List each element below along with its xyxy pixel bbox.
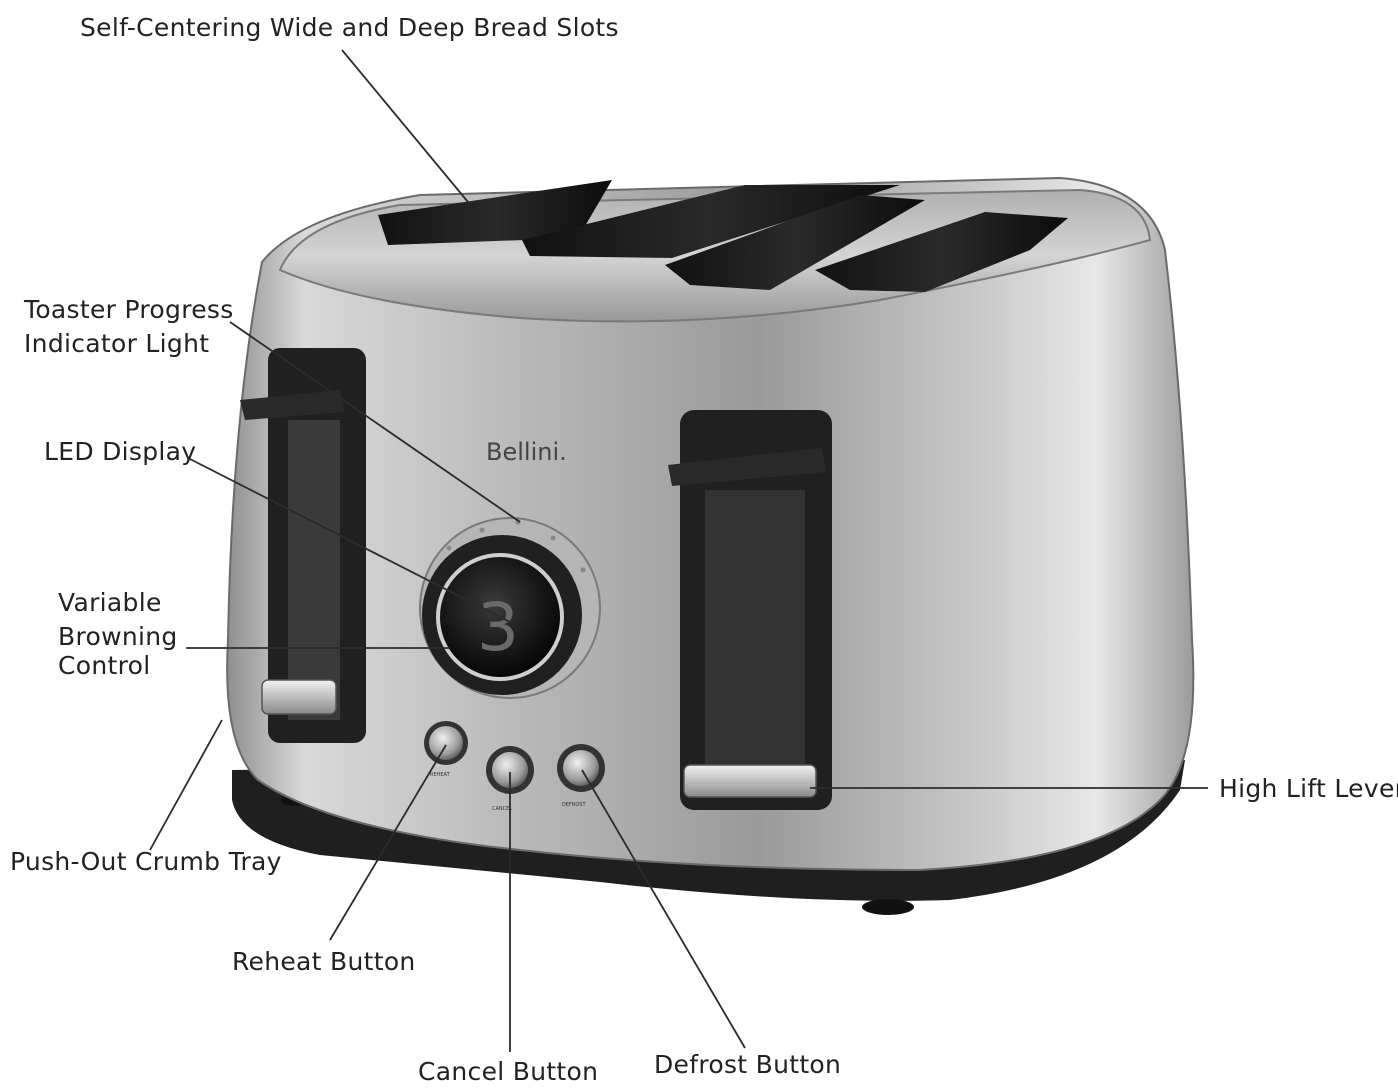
defrost-button-face bbox=[563, 750, 599, 786]
leader-bread-slots bbox=[342, 50, 468, 202]
brand-logo: Bellini. bbox=[486, 438, 567, 466]
label-browning-line1: Variable bbox=[58, 588, 162, 617]
label-defrost-button: Defrost Button bbox=[654, 1050, 841, 1079]
progress-light-5 bbox=[581, 568, 586, 573]
label-cancel-button: Cancel Button bbox=[418, 1057, 598, 1084]
progress-light-4 bbox=[551, 536, 556, 541]
high-lift-lever-handle bbox=[684, 765, 816, 797]
defrost-button-text: DEFROST bbox=[562, 802, 586, 808]
label-crumb-tray: Push-Out Crumb Tray bbox=[10, 847, 282, 876]
left-lever-inner bbox=[288, 420, 340, 720]
label-led-display: LED Display bbox=[44, 437, 196, 466]
right-lever-assembly bbox=[668, 410, 832, 810]
right-lever-inner bbox=[705, 490, 805, 770]
leader-crumb-tray bbox=[150, 720, 222, 850]
label-progress-light-line1: Toaster Progress bbox=[23, 295, 234, 324]
label-reheat-button: Reheat Button bbox=[232, 947, 416, 976]
progress-light-1 bbox=[447, 546, 452, 551]
label-browning-line2: Browning bbox=[58, 622, 178, 651]
progress-light-2 bbox=[480, 528, 485, 533]
toaster-illustration: Bellini. 3 REHEAT CANCEL DEFROS bbox=[227, 178, 1193, 915]
reheat-button-face bbox=[429, 726, 463, 760]
label-bread-slots: Self-Centering Wide and Deep Bread Slots bbox=[80, 13, 619, 42]
label-progress-light-line2: Indicator Light bbox=[24, 329, 209, 358]
led-display-value: 3 bbox=[477, 589, 519, 666]
left-lever-handle bbox=[262, 680, 336, 714]
browning-dial: 3 bbox=[420, 518, 600, 698]
label-browning-line3: Control bbox=[58, 651, 150, 680]
foot-right bbox=[862, 899, 914, 915]
label-high-lift-lever: High Lift Lever bbox=[1219, 774, 1398, 803]
reheat-button-text: REHEAT bbox=[430, 772, 451, 778]
